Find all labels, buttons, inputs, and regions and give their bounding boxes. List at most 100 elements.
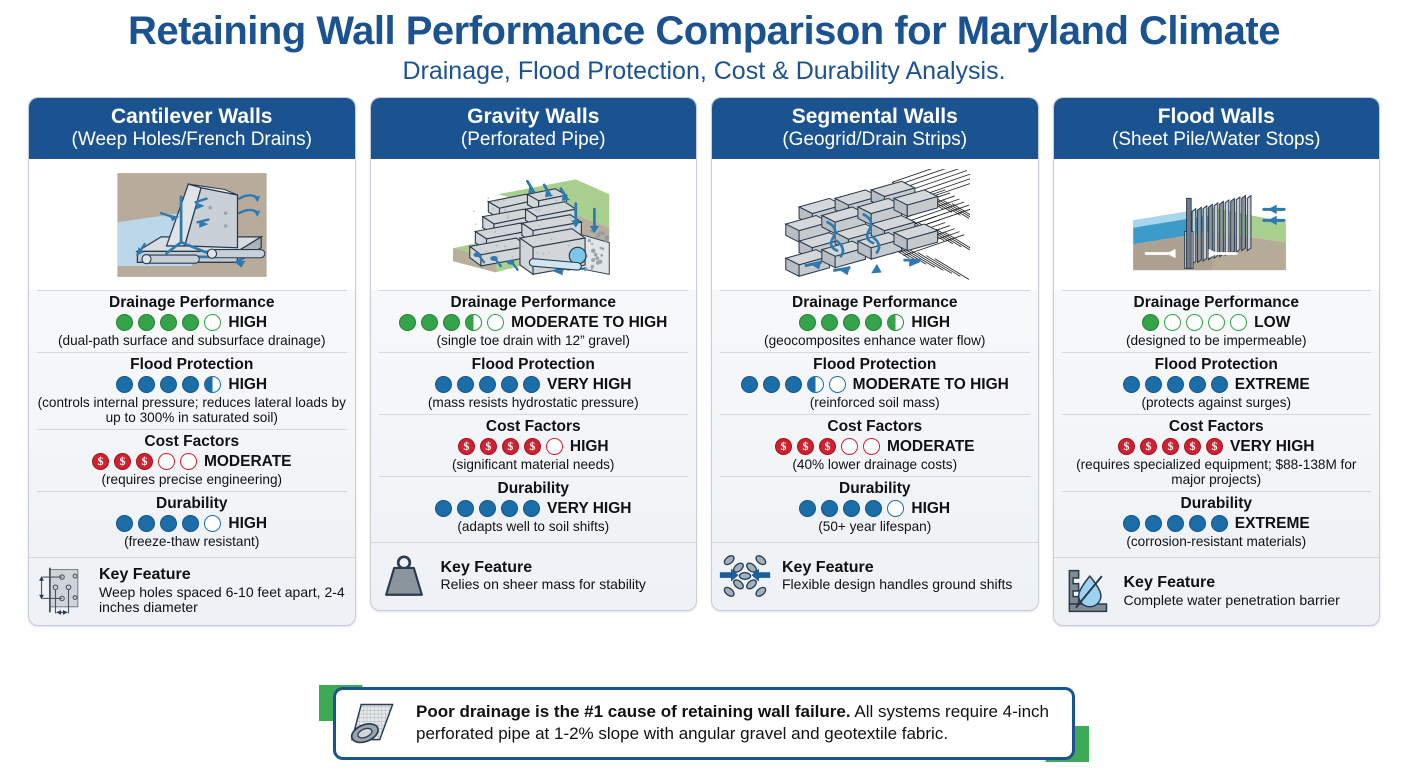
metric-row: Drainage Performance LOW (designed to be… (1062, 290, 1372, 352)
metrics-list: Drainage Performance MODERATE TO HIGH (s… (371, 290, 697, 542)
rating-line: $$$$ HIGH (379, 438, 689, 456)
title-block: Retaining Wall Performance Comparison fo… (0, 0, 1408, 86)
rating-line: HIGH (37, 376, 347, 394)
rating-value: VERY HIGH (547, 500, 631, 518)
rating-value: HIGH (228, 314, 267, 332)
metric-note: (geocomposites enhance water flow) (720, 333, 1030, 348)
rating-dot (138, 314, 155, 331)
key-feature-desc: Relies on sheer mass for stability (441, 577, 695, 593)
illustration-wrap (712, 159, 1038, 290)
metric-row: Drainage Performance HIGH (geocomposites… (720, 290, 1030, 352)
key-feature-text: Key Feature Weep holes spaced 6-10 feet … (99, 566, 353, 616)
illustration-wrap (29, 159, 355, 290)
metric-note: (significant material needs) (379, 457, 689, 472)
key-feature-text: Key Feature Flexible design handles grou… (782, 559, 1036, 593)
rating-dot (116, 376, 133, 393)
metric-note: (40% lower drainage costs) (720, 457, 1030, 472)
rating-dot (457, 500, 474, 517)
rating-line: VERY HIGH (379, 500, 689, 518)
metric-row: Durability HIGH (50+ year lifespan) (720, 476, 1030, 538)
metric-note: (reinforced soil mass) (720, 395, 1030, 410)
rating-dot: $ (775, 438, 792, 455)
metric-label: Durability (379, 480, 689, 498)
rating-dot (865, 500, 882, 517)
illustration-wrap (1054, 159, 1380, 290)
metric-note: (controls internal pressure; reduces lat… (37, 395, 347, 425)
rating-dot (863, 438, 880, 455)
gravity-wall-diagram (440, 169, 626, 281)
card-title: Gravity Walls (377, 105, 691, 129)
footer-text: Poor drainage is the #1 cause of retaini… (416, 701, 1058, 745)
rating-value: MODERATE TO HIGH (853, 376, 1009, 394)
metric-label: Flood Protection (1062, 356, 1372, 374)
metric-note: (protects against surges) (1062, 395, 1372, 410)
rating-line: EXTREME (1062, 376, 1372, 394)
rating-dot (1167, 376, 1184, 393)
metric-note: (requires precise engineering) (37, 472, 347, 487)
rating-line: $$$ MODERATE (720, 438, 1030, 456)
metric-row: Cost Factors $$$$ HIGH (significant mate… (379, 414, 689, 476)
metrics-list: Drainage Performance HIGH (geocomposites… (712, 290, 1038, 542)
rating-value: VERY HIGH (547, 376, 631, 394)
metric-label: Durability (37, 495, 347, 513)
metric-label: Flood Protection (720, 356, 1030, 374)
metric-label: Durability (720, 480, 1030, 498)
wall-type-card: Gravity Walls (Perforated Pipe) (370, 97, 698, 611)
metric-note: (freeze-thaw resistant) (37, 534, 347, 549)
rating-dot: $ (819, 438, 836, 455)
rating-dot (204, 314, 221, 331)
card-title: Flood Walls (1060, 105, 1374, 129)
metric-note: (50+ year lifespan) (720, 519, 1030, 534)
rating-dots: $$$$$ (1118, 438, 1223, 455)
metric-label: Cost Factors (720, 418, 1030, 436)
rating-dots: $$$ (92, 453, 197, 470)
footer-banner: Poor drainage is the #1 cause of retaini… (333, 687, 1075, 760)
rating-dot (160, 314, 177, 331)
rating-dot (138, 515, 155, 532)
rating-dot (182, 515, 199, 532)
comparison-columns: Cantilever Walls (Weep Holes/French Drai… (0, 97, 1408, 626)
metric-note: (mass resists hydrostatic pressure) (379, 395, 689, 410)
rating-value: VERY HIGH (1230, 438, 1314, 456)
key-feature: Key Feature Relies on sheer mass for sta… (371, 542, 697, 610)
metric-row: Drainage Performance MODERATE TO HIGH (s… (379, 290, 689, 352)
key-feature: Key Feature Complete water penetration b… (1054, 557, 1380, 625)
rating-line: MODERATE TO HIGH (720, 376, 1030, 394)
rating-dot (829, 376, 846, 393)
rating-line: VERY HIGH (379, 376, 689, 394)
metric-note: (corrosion-resistant materials) (1062, 534, 1372, 549)
rating-dot (479, 376, 496, 393)
rating-dot (741, 376, 758, 393)
rating-dot (763, 376, 780, 393)
rating-dots (399, 314, 504, 331)
metric-row: Cost Factors $$$$$ VERY HIGH (requires s… (1062, 414, 1372, 491)
rating-dot: $ (458, 438, 475, 455)
rating-dot (785, 376, 802, 393)
rating-value: HIGH (228, 376, 267, 394)
rating-dots (799, 314, 904, 331)
metric-row: Flood Protection HIGH (controls internal… (37, 352, 347, 429)
key-feature-title: Key Feature (99, 566, 353, 584)
rating-dot (1142, 314, 1159, 331)
rating-line: EXTREME (1062, 515, 1372, 533)
metric-label: Drainage Performance (37, 294, 347, 312)
rating-value: EXTREME (1235, 376, 1310, 394)
rating-dot (799, 314, 816, 331)
rating-dot (807, 376, 824, 393)
rating-dot (501, 500, 518, 517)
rating-dot (182, 376, 199, 393)
rating-dot (421, 314, 438, 331)
card-subtitle: (Geogrid/Drain Strips) (718, 129, 1032, 150)
weep-holes-icon (33, 563, 91, 619)
key-feature-title: Key Feature (782, 559, 1036, 577)
rating-dots: $$$$ (458, 438, 563, 455)
key-feature-title: Key Feature (1124, 574, 1378, 592)
rating-dot (841, 438, 858, 455)
page-subtitle: Drainage, Flood Protection, Cost & Durab… (0, 56, 1408, 86)
metrics-list: Drainage Performance HIGH (dual-path sur… (29, 290, 355, 557)
rating-dot: $ (524, 438, 541, 455)
rating-dot (1189, 515, 1206, 532)
rating-dots (435, 500, 540, 517)
rating-dot (399, 314, 416, 331)
